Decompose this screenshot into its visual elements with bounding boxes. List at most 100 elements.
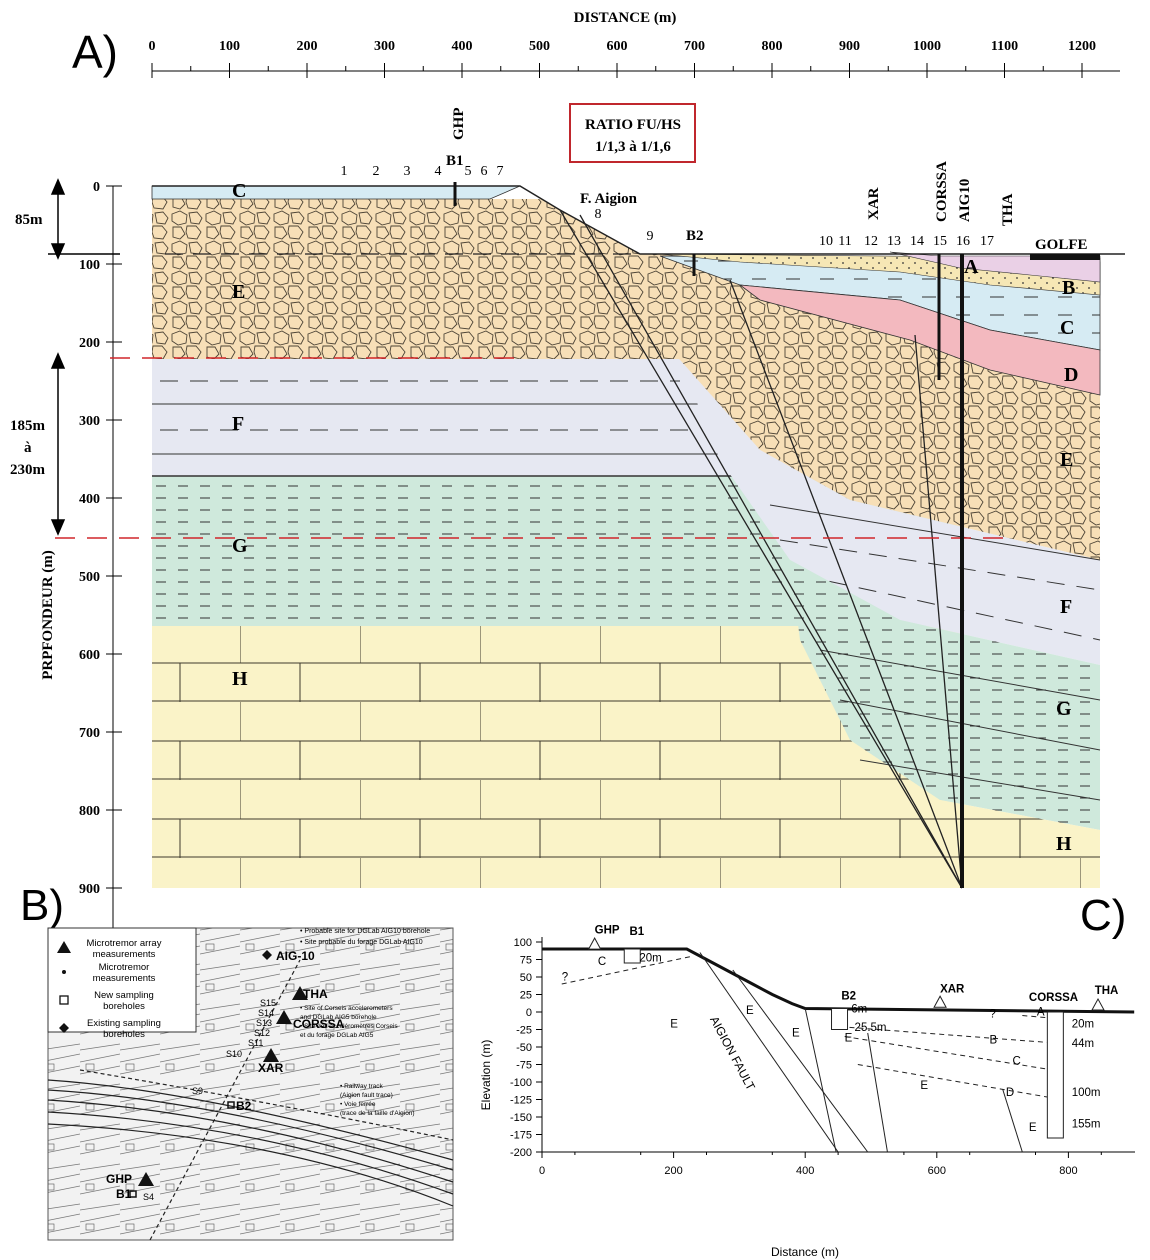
c-y-tick-label: -200 xyxy=(510,1147,532,1159)
corseis-note-line: et du forage DGLab AIG5 xyxy=(300,1032,374,1039)
distance-tick-label: 600 xyxy=(607,39,628,54)
c-fault-line xyxy=(867,1032,888,1153)
depth-tick-label: 700 xyxy=(79,726,100,741)
c-dashed-boundary xyxy=(561,955,694,985)
c-x-tick-label: 400 xyxy=(796,1165,814,1177)
point-number-7: 7 xyxy=(497,164,504,179)
c-label-b1: B1 xyxy=(630,926,645,938)
point-number-13: 13 xyxy=(887,234,901,249)
point-number-3: 3 xyxy=(404,164,411,179)
c-label-c20: 20m xyxy=(1072,1018,1094,1030)
map-label-ghp: GHP xyxy=(106,1172,132,1186)
point-number-10: 10 xyxy=(819,234,833,249)
map-label-s4: S4 xyxy=(143,1192,154,1202)
legend-label: measurements xyxy=(93,949,156,960)
map-label-tha: THA xyxy=(303,987,328,1001)
c-fault-line xyxy=(699,952,839,1153)
marker-corssa-triangle xyxy=(276,1010,292,1024)
c-borehole-b2 xyxy=(831,1008,849,1030)
panel-b: B) Microtremor arraymeasurementsMicrotre… xyxy=(20,881,454,1241)
c-label-d20: 20m xyxy=(639,953,661,965)
c-label-b2: B2 xyxy=(841,990,856,1002)
c-label-d255: 25.5m xyxy=(855,1022,887,1034)
c-label-c: C xyxy=(598,956,606,968)
depth-tick-label: 800 xyxy=(79,804,100,819)
layer-label-e: E xyxy=(232,281,245,303)
marker-aig10-diamond xyxy=(262,950,272,960)
map-legend-box xyxy=(47,927,197,1033)
depth-tick-label: 400 xyxy=(79,492,100,507)
panel-b-letter: B) xyxy=(20,881,64,930)
marker-ghp-triangle xyxy=(138,1172,154,1186)
c-x-tick-label: 800 xyxy=(1059,1165,1077,1177)
c-label-c44: 44m xyxy=(1072,1038,1094,1050)
c-y-tick-label: 100 xyxy=(514,937,532,949)
panel-c: C) 1007550250-25-50-75-100-125-150-175-2… xyxy=(479,891,1135,1259)
layer-label-c: C xyxy=(232,180,246,202)
layer-d-right xyxy=(738,284,1101,396)
c-label-ghp: GHP xyxy=(595,925,620,937)
ratio-label: RATIO FU/HS xyxy=(585,117,681,133)
layer-h-right xyxy=(940,800,1100,888)
c-dashed-boundary xyxy=(1022,1015,1062,1020)
map-label-s11: S11 xyxy=(248,1038,263,1048)
legend-diamond-icon xyxy=(59,1023,69,1033)
c-y-tick-label: 0 xyxy=(526,1007,532,1019)
point-number-12: 12 xyxy=(864,234,878,249)
map-label-s9: S9 xyxy=(192,1086,203,1096)
layer-label-f: F xyxy=(232,413,244,435)
c-label-xar: XAR xyxy=(940,983,965,995)
legend-label: Microtremor array xyxy=(87,938,162,949)
marker-b1-square xyxy=(129,1190,137,1198)
map-label-s15: S15 xyxy=(260,998,276,1008)
c-y-tick-label: -50 xyxy=(516,1042,532,1054)
layer-label-h: H xyxy=(232,668,248,690)
map-label-b2: B2 xyxy=(236,1099,252,1113)
c-label-c155: 155m xyxy=(1072,1119,1101,1131)
layer-label-g: G xyxy=(1056,698,1072,720)
label-xar: XAR xyxy=(866,187,882,220)
ratio-value: 1/1,3 à 1/1,6 xyxy=(595,139,671,155)
distance-tick-label: 500 xyxy=(529,39,550,54)
c-label-e: E xyxy=(845,1032,853,1044)
point-number-16: 16 xyxy=(956,234,970,249)
c-label-e: E xyxy=(746,1005,754,1017)
c-dashed-boundary xyxy=(831,1025,1062,1044)
corseis-note-line: • Site of Corseis accelerometers xyxy=(300,1005,393,1012)
distance-tick-label: 200 xyxy=(297,39,318,54)
point-number-5: 5 xyxy=(465,164,472,179)
c-label-q1: ? xyxy=(562,972,568,984)
aig10-note-2: • Site probable du forage DGLab AIG10 xyxy=(300,939,423,946)
layer-c-top-strip xyxy=(151,185,521,200)
c-y-tick-label: 75 xyxy=(520,955,532,967)
point-number-2: 2 xyxy=(373,164,380,179)
c-label-d: D xyxy=(1006,1087,1014,1099)
golfe-sea-bar xyxy=(1030,254,1100,260)
c-label-b: B xyxy=(989,1035,997,1047)
dim-185m: 185m xyxy=(10,418,46,434)
distance-tick-label: 100 xyxy=(219,39,240,54)
panel-a-letter: A) xyxy=(72,26,118,78)
corseis-note-line: • Site des accéléromètres Corseis xyxy=(300,1023,398,1030)
layer-label-h: H xyxy=(1056,833,1072,855)
c-y-tick-label: -75 xyxy=(516,1060,532,1072)
c-label-q2: ? xyxy=(989,1009,995,1021)
rail-note-line: (trace de la faille d'Aigion) xyxy=(340,1110,415,1117)
distance-tick-label: 1200 xyxy=(1068,39,1096,54)
legend-label: boreholes xyxy=(103,1001,145,1012)
layer-f-right xyxy=(680,360,1100,665)
map-label-xar: XAR xyxy=(258,1061,284,1075)
legend-label: New sampling xyxy=(94,990,154,1001)
map-label-s12: S12 xyxy=(254,1028,270,1038)
layer-label-f: F xyxy=(1060,596,1072,618)
c-topographic-surface xyxy=(542,947,1135,1014)
c-x-tick-label: 200 xyxy=(664,1165,682,1177)
c-y-tick-label: -175 xyxy=(510,1130,532,1142)
map-label-s13: S13 xyxy=(256,1018,272,1028)
layer-label-g: G xyxy=(232,535,248,557)
corseis-note-line: and DGLab AIG5 borehole xyxy=(300,1014,377,1021)
c-station-triangle xyxy=(587,937,602,950)
map-label-aig10: AIG-10 xyxy=(276,949,315,963)
point-number-6: 6 xyxy=(481,164,488,179)
